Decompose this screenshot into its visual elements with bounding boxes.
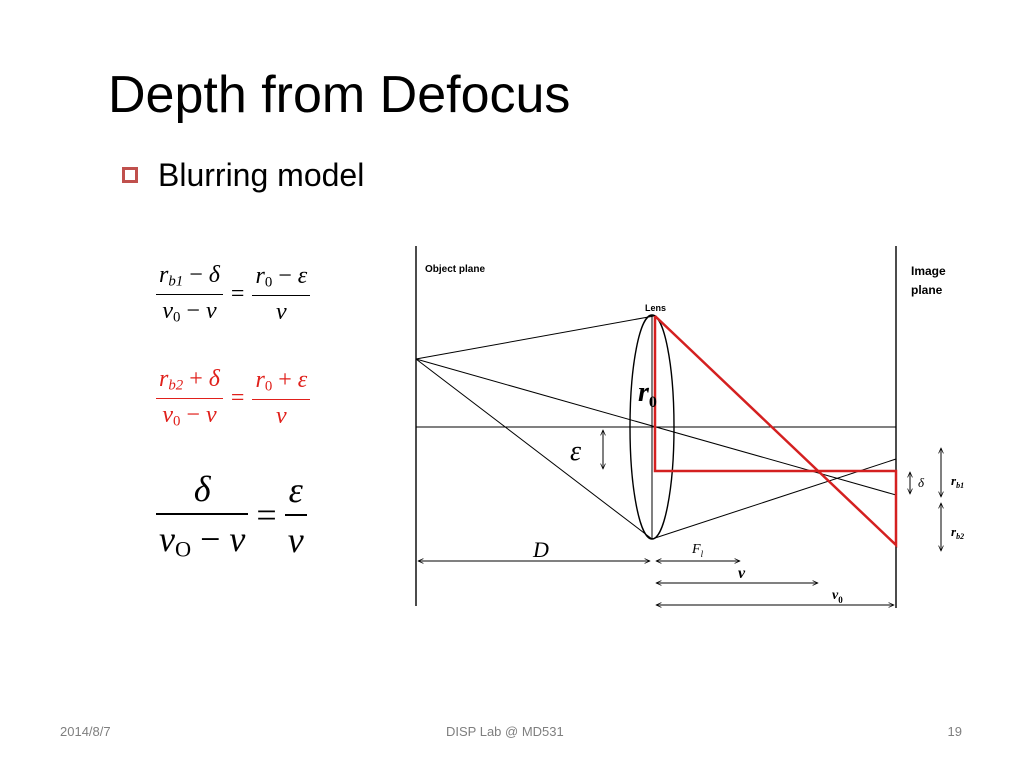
- footer-date: 2014/8/7: [60, 724, 111, 739]
- ray-bottom-refracted: [651, 458, 897, 540]
- equation-rb1: rb1 − δ v0 − v = r0 − ε v: [156, 262, 311, 327]
- footer-lab: DISP Lab @ MD531: [446, 724, 564, 739]
- square-bullet-icon: [122, 167, 138, 183]
- v0-label: v0: [832, 588, 843, 605]
- fl-label: Fl: [691, 542, 704, 559]
- v-label: v: [738, 565, 746, 582]
- fraction-left: rb1 − δ v0 − v: [156, 262, 223, 327]
- object-plane-label: Object plane: [425, 264, 485, 275]
- rb1-label: rb1: [951, 473, 964, 490]
- r0-label: r0: [638, 377, 657, 411]
- ray-top: [415, 315, 655, 360]
- ray-bottom: [415, 358, 653, 540]
- epsilon-label: ε: [570, 436, 581, 467]
- fraction-left: δ vO − v: [156, 468, 249, 562]
- d-label: D: [532, 537, 549, 562]
- equation-rb2: rb2 + δ v0 − v = r0 + ε v: [156, 366, 311, 431]
- fraction-left: rb2 + δ v0 − v: [156, 366, 223, 431]
- slide-title: Depth from Defocus: [108, 66, 571, 124]
- fraction-right: ε v: [284, 469, 307, 561]
- footer-page-number: 19: [947, 724, 962, 739]
- fraction-right: r0 − ε v: [252, 263, 311, 326]
- delta-label: δ: [918, 475, 925, 490]
- blur-triangle: [653, 315, 898, 548]
- image-plane-label-1: Image: [911, 264, 946, 278]
- bullet-item: Blurring model: [122, 150, 364, 200]
- rb2-label: rb2: [951, 524, 964, 541]
- image-plane-label-2: plane: [911, 283, 943, 297]
- lens-label: Lens: [645, 303, 666, 313]
- equation-delta-epsilon: δ vO − v = ε v: [156, 468, 307, 562]
- fraction-right: r0 + ε v: [252, 367, 311, 430]
- bullet-text: Blurring model: [158, 157, 365, 193]
